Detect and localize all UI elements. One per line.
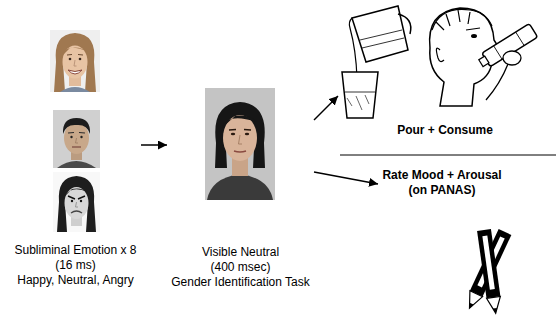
happy-face-photo-part (63, 46, 88, 79)
pour-illustration-part (342, 72, 378, 118)
visible-neutral-face-photo-part (245, 133, 249, 136)
pour-illustration-part (345, 92, 375, 93)
caption-text: Rate Mood + Arousal (382, 168, 502, 183)
caption-text: (400 msec) (171, 260, 310, 275)
visible-neutral-face-photo-part (223, 115, 257, 161)
pencils-icon-part-part (468, 303, 474, 309)
happy-face-photo-part (79, 58, 82, 61)
angry-face-photo-part (68, 196, 85, 199)
pencils-icon (463, 229, 511, 314)
drinking-illustration-part (436, 48, 444, 61)
pencils-icon-part-part (487, 296, 503, 314)
pour-illustration-part (360, 30, 404, 48)
neutral-face-photo-part (53, 110, 100, 168)
neutral-face-photo-part (72, 146, 81, 147)
neutral-face-photo (53, 110, 100, 168)
angry-face-photo-part (53, 172, 100, 232)
happy-face-photo-part (69, 58, 72, 61)
visible-neutral-face-photo-part (239, 135, 243, 144)
rating-box: Rate Mood + Arousal(on PANAS) (378, 166, 506, 202)
pour-illustration-part (349, 18, 357, 78)
arrow-connector (141, 144, 167, 146)
drinking-illustration-part (466, 28, 480, 30)
happy-face-photo-part (68, 70, 82, 74)
drinking-illustration-part (471, 34, 477, 38)
visible-neutral-face-photo-part (215, 102, 265, 168)
caption-text: Pour + Consume (342, 123, 548, 138)
angry-face-photo-part (71, 211, 82, 213)
neutral-face-photo-part (68, 132, 85, 134)
happy-face-photo (50, 30, 100, 92)
happy-face-photo-part (74, 60, 77, 66)
pour-illustration (342, 6, 411, 118)
pencils-icon-part (477, 229, 503, 314)
arrow-connector (314, 172, 378, 184)
visible-neutral-face-photo-part (205, 88, 275, 200)
visible-neutral-face-photo-part (234, 151, 246, 152)
pencils-icon-part-part (482, 236, 494, 290)
neutral-face-photo-part (70, 136, 72, 138)
divider-line (340, 155, 556, 156)
pencils-icon-part-part (477, 229, 500, 298)
arrow-connector (314, 96, 338, 120)
neutral-face-photo-part (57, 161, 96, 168)
angry-face-photo-part (57, 176, 96, 232)
visible-face-box: Visible Neutral(400 msec)Gender Identifi… (167, 85, 314, 294)
happy-face-photo-part (54, 33, 96, 92)
caption-text: (16 ms) (14, 258, 137, 273)
drinking-illustration-part (477, 24, 538, 70)
happy-face-photo-part (62, 48, 88, 57)
angry-face-photo-part (65, 188, 88, 196)
visible-neutral-face-photo-part (229, 129, 251, 131)
visible-neutral-face-photo-part (222, 116, 257, 128)
visible-neutral-face-photo (205, 88, 275, 200)
pour-consume-box: Pour + Consume (338, 2, 552, 142)
angry-face-photo-part (71, 200, 73, 202)
angry-face-photo-part (80, 200, 82, 202)
angry-face-photo-part (76, 202, 79, 207)
pencils-icon-part-part (493, 308, 498, 314)
neutral-face-photo-part (63, 118, 90, 134)
drinking-illustration-part (432, 9, 492, 30)
drinking-illustration (430, 8, 538, 106)
drinking-illustration-part (486, 64, 508, 100)
caption-text: Gender Identification Task (171, 275, 310, 290)
visible-neutral-face-photo-part (207, 174, 273, 200)
caption-text: Visible Neutral (171, 245, 310, 260)
visible-neutral-face-photo-part (231, 133, 235, 136)
drinking-illustration-part-part (479, 56, 489, 66)
pour-illustration-part (398, 14, 411, 34)
neutral-face-photo-part (76, 138, 79, 143)
happy-face-photo-part (67, 54, 83, 56)
angry-face-photo (53, 172, 100, 232)
neutral-face-photo-part (80, 136, 82, 138)
pour-illustration-part (347, 95, 369, 110)
angry-face-photo-part (65, 187, 89, 219)
happy-face-photo-part (60, 87, 90, 92)
stimulus-group: Subliminal Emotion x 8(16 ms)Happy, Neut… (10, 28, 141, 292)
pencils-icon-part-part (463, 291, 482, 311)
happy-face-photo-part (50, 30, 100, 92)
drinking-illustration-part-part (482, 24, 538, 67)
caption-text: Subliminal Emotion x 8 (14, 243, 137, 258)
caption-text: Happy, Neutral, Angry (14, 273, 137, 288)
caption-text: (on PANAS) (382, 183, 502, 198)
drinking-illustration-part (503, 51, 521, 65)
